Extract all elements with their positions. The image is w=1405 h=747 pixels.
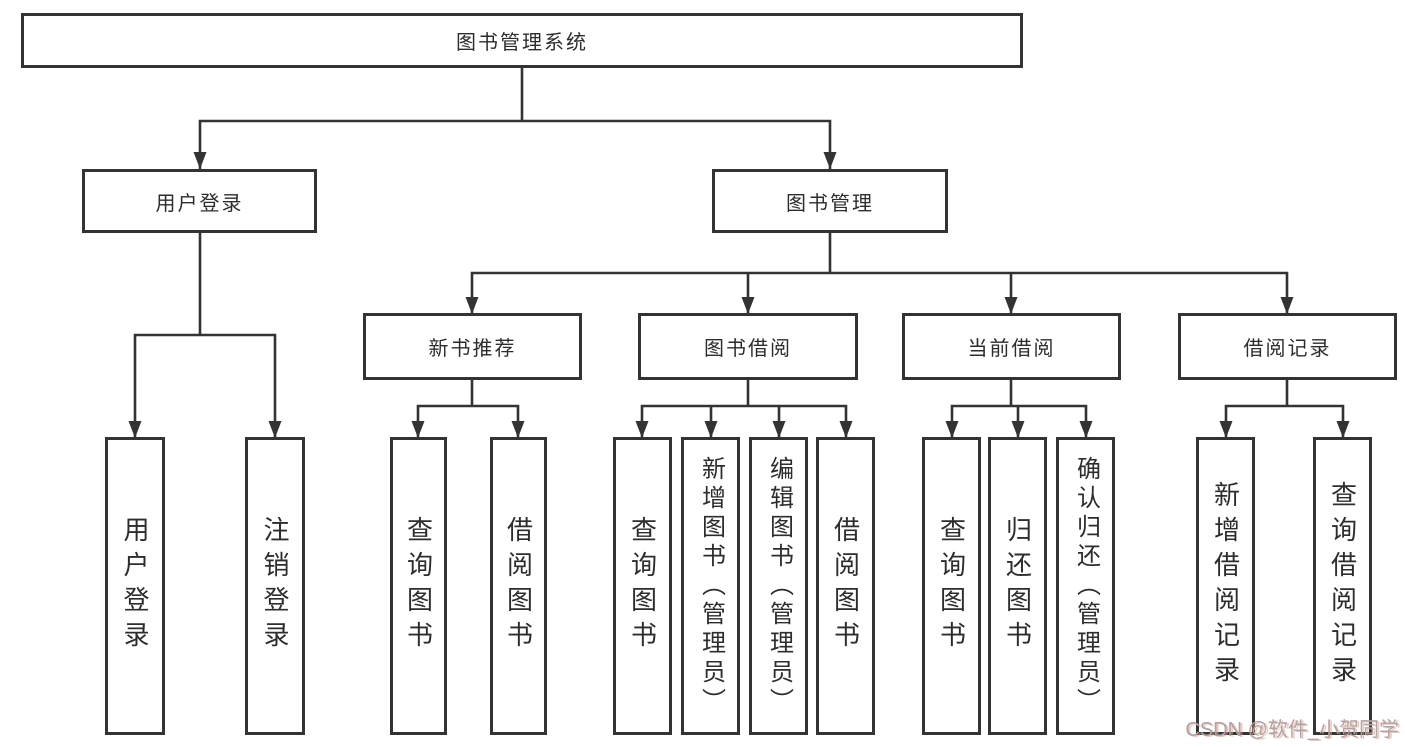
- leaf-nbr-borrow-book-label: 借阅图书: [503, 516, 534, 656]
- leaf-cb-return-book: 归还图书: [988, 437, 1047, 735]
- connector-newbook-rail: [416, 404, 520, 438]
- leaf-user-login: 用户登录: [105, 437, 165, 735]
- node-borrowing-records: 借阅记录: [1178, 313, 1397, 380]
- csdn-watermark: CSDN @软件_小贺同学: [1185, 719, 1399, 741]
- leaf-cb-query-book: 查询图书: [922, 437, 981, 735]
- node-library-system: 图书管理系统: [21, 13, 1023, 68]
- connector-userlogin-rail: [133, 333, 277, 438]
- connector-bookmgmt-rail: [470, 271, 1289, 314]
- leaf-cb-query-book-label: 查询图书: [936, 516, 967, 656]
- leaf-nbr-borrow-book: 借阅图书: [490, 437, 547, 735]
- connector-records-rail: [1224, 404, 1345, 438]
- leaf-nbr-query-book-label: 查询图书: [403, 516, 434, 656]
- connector-borrowing-rail: [640, 404, 848, 438]
- leaf-nbr-query-book: 查询图书: [390, 437, 447, 735]
- node-current-borrowing: 当前借阅: [902, 313, 1121, 380]
- node-user-login: 用户登录: [82, 169, 317, 233]
- leaf-cb-return-book-label: 归还图书: [1002, 516, 1033, 656]
- leaf-bb-add-book-admin: 新增图书（管理员）: [681, 437, 740, 735]
- leaf-bb-borrow-book: 借阅图书: [816, 437, 875, 735]
- leaf-bb-edit-book-admin-label: 编辑图书（管理员）: [765, 455, 793, 717]
- leaf-cb-confirm-return-admin-label: 确认归还（管理员）: [1072, 455, 1100, 717]
- leaf-bb-query-book-label: 查询图书: [627, 516, 658, 656]
- leaf-bb-query-book: 查询图书: [613, 437, 672, 735]
- leaf-cb-confirm-return-admin: 确认归还（管理员）: [1056, 437, 1115, 735]
- leaf-bb-edit-book-admin: 编辑图书（管理员）: [749, 437, 808, 735]
- leaf-logout-login-label: 注销登录: [260, 516, 290, 656]
- leaf-user-login-label: 用户登录: [120, 516, 150, 656]
- node-new-book-recommend: 新书推荐: [363, 313, 582, 380]
- arrowheads: [128, 152, 1350, 438]
- node-book-management: 图书管理: [712, 169, 948, 233]
- leaf-br-query-record-label: 查询借阅记录: [1327, 481, 1358, 691]
- leaf-br-add-record-label: 新增借阅记录: [1210, 481, 1241, 691]
- leaf-br-query-record: 查询借阅记录: [1313, 437, 1372, 735]
- leaf-bb-add-book-admin-label: 新增图书（管理员）: [697, 455, 725, 717]
- leaf-bb-borrow-book-label: 借阅图书: [830, 516, 861, 656]
- leaf-logout-login: 注销登录: [245, 437, 305, 735]
- node-book-borrowing: 图书借阅: [638, 313, 858, 380]
- connector-root-rail: [198, 119, 832, 169]
- leaf-br-add-record: 新增借阅记录: [1196, 437, 1255, 735]
